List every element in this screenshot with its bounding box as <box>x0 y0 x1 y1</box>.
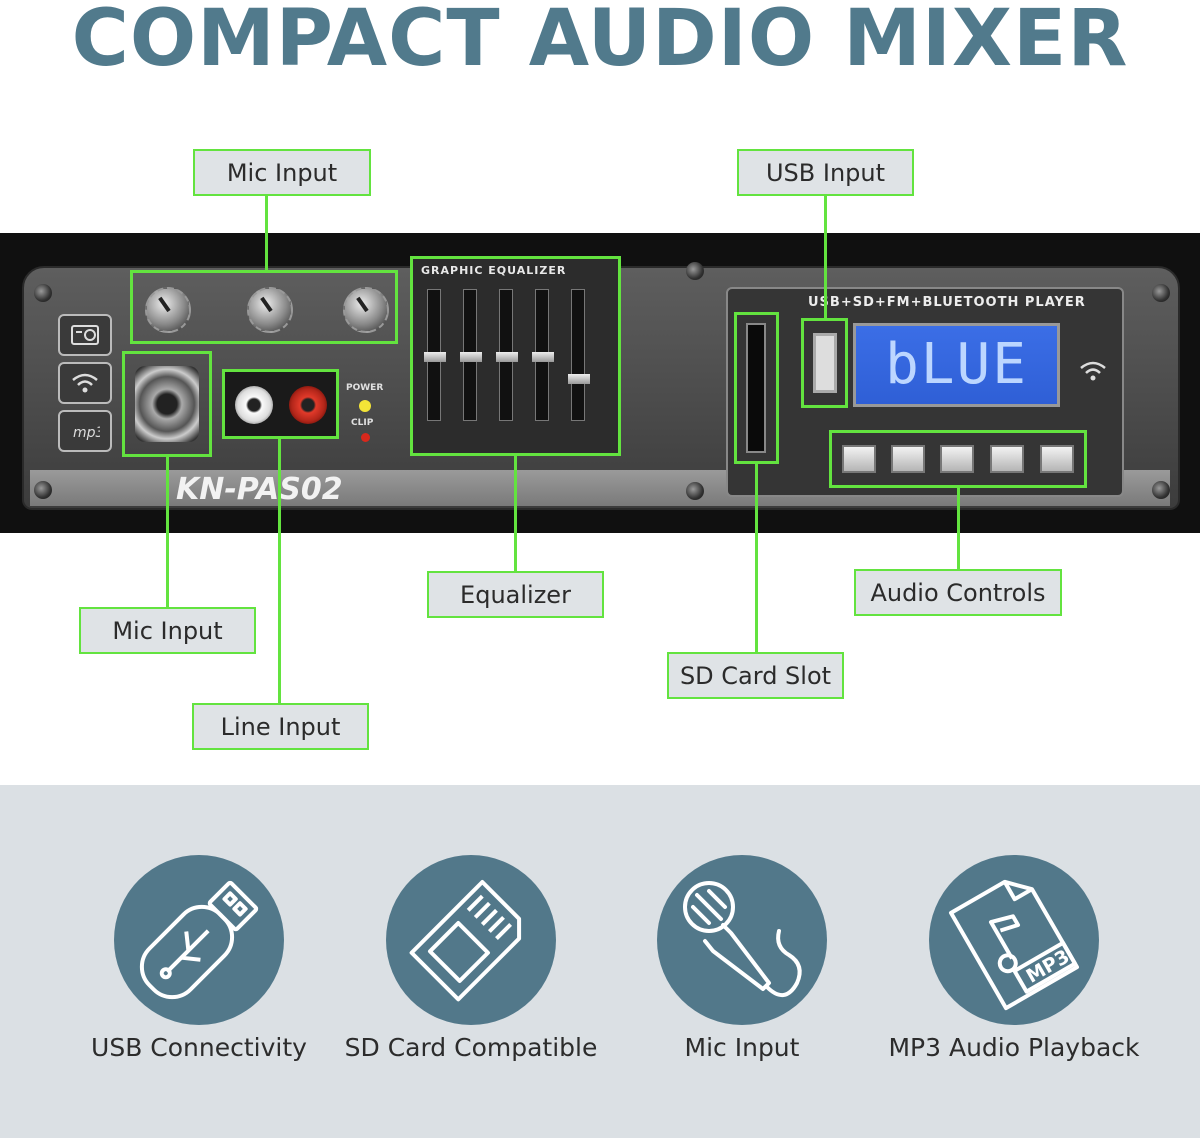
screw-icon <box>34 481 52 499</box>
eq-slider[interactable] <box>496 289 518 421</box>
eq-slider[interactable] <box>424 289 446 421</box>
screw-icon <box>686 262 704 280</box>
equalizer-highlight: GRAPHIC EQUALIZER <box>410 256 621 456</box>
sd-slot-highlight <box>734 312 779 464</box>
mic-jack-highlight <box>122 351 212 457</box>
sd-card-icon <box>386 855 556 1025</box>
screw-icon <box>34 284 52 302</box>
next-button[interactable] <box>990 445 1024 473</box>
audio-controls-highlight <box>829 430 1087 488</box>
sd-card-slot[interactable] <box>746 323 766 453</box>
microphone-icon <box>657 855 827 1025</box>
clip-label: CLIP <box>351 418 374 428</box>
mode-button[interactable] <box>842 445 876 473</box>
callout-mic-input-bottom: Mic Input <box>79 607 256 654</box>
feature-label-mp3: MP3 Audio Playback <box>888 1033 1140 1062</box>
play-pause-button[interactable] <box>940 445 974 473</box>
feature-label-sd-card: SD Card Compatible <box>344 1033 598 1062</box>
mic-volume-knobs <box>130 270 398 344</box>
screw-icon <box>1152 481 1170 499</box>
equalizer-title: GRAPHIC EQUALIZER <box>421 264 567 277</box>
lcd-display: bLUE <box>853 323 1060 407</box>
callout-line <box>166 457 169 609</box>
callout-line <box>265 195 268 272</box>
bluetooth-wifi-icon <box>1075 356 1111 390</box>
callout-mic-input-top: Mic Input <box>193 149 371 196</box>
mic-jack[interactable] <box>135 366 199 442</box>
callout-line <box>514 456 517 573</box>
usb-drive-icon <box>114 855 284 1025</box>
callout-line-input: Line Input <box>192 703 369 750</box>
svg-text:mp3: mp3 <box>73 425 100 441</box>
radio-icon <box>58 314 112 356</box>
callout-line <box>278 439 281 705</box>
wifi-icon <box>58 362 112 404</box>
callout-line <box>755 464 758 654</box>
rca-jack-highlight <box>222 369 339 439</box>
rca-jack-red[interactable] <box>289 386 327 424</box>
feature-label-usb: USB Connectivity <box>91 1033 307 1062</box>
mp3-file-icon: MP3 <box>929 855 1099 1025</box>
volume-knob[interactable] <box>145 287 191 333</box>
rca-jack-white[interactable] <box>235 386 273 424</box>
eq-slider[interactable] <box>568 289 590 421</box>
callout-audio-controls: Audio Controls <box>854 569 1062 616</box>
callout-equalizer: Equalizer <box>427 571 604 618</box>
repeat-button[interactable] <box>1040 445 1074 473</box>
callout-usb-input: USB Input <box>737 149 914 196</box>
usb-port[interactable] <box>813 333 837 393</box>
player-title: USB+SD+FM+BLUETOOTH PLAYER <box>808 295 1086 310</box>
mp3-icon: mp3 <box>58 410 112 452</box>
callout-line <box>957 488 960 571</box>
usb-port-highlight <box>801 318 848 408</box>
tone-knob[interactable] <box>247 287 293 333</box>
screw-icon <box>686 482 704 500</box>
page-title: COMPACT AUDIO MIXER <box>71 0 1129 84</box>
previous-button[interactable] <box>891 445 925 473</box>
eq-slider[interactable] <box>460 289 482 421</box>
screw-icon <box>1152 284 1170 302</box>
side-icon-strip: mp3 <box>58 314 116 460</box>
power-led <box>359 400 371 412</box>
callout-line <box>824 195 827 320</box>
clip-led <box>361 433 370 442</box>
callout-sd-card-slot: SD Card Slot <box>667 652 844 699</box>
eq-slider[interactable] <box>532 289 554 421</box>
feature-label-mic: Mic Input <box>684 1033 800 1062</box>
echo-knob[interactable] <box>343 287 389 333</box>
model-label: KN-PAS02 <box>176 472 343 507</box>
power-label: POWER <box>346 383 384 393</box>
